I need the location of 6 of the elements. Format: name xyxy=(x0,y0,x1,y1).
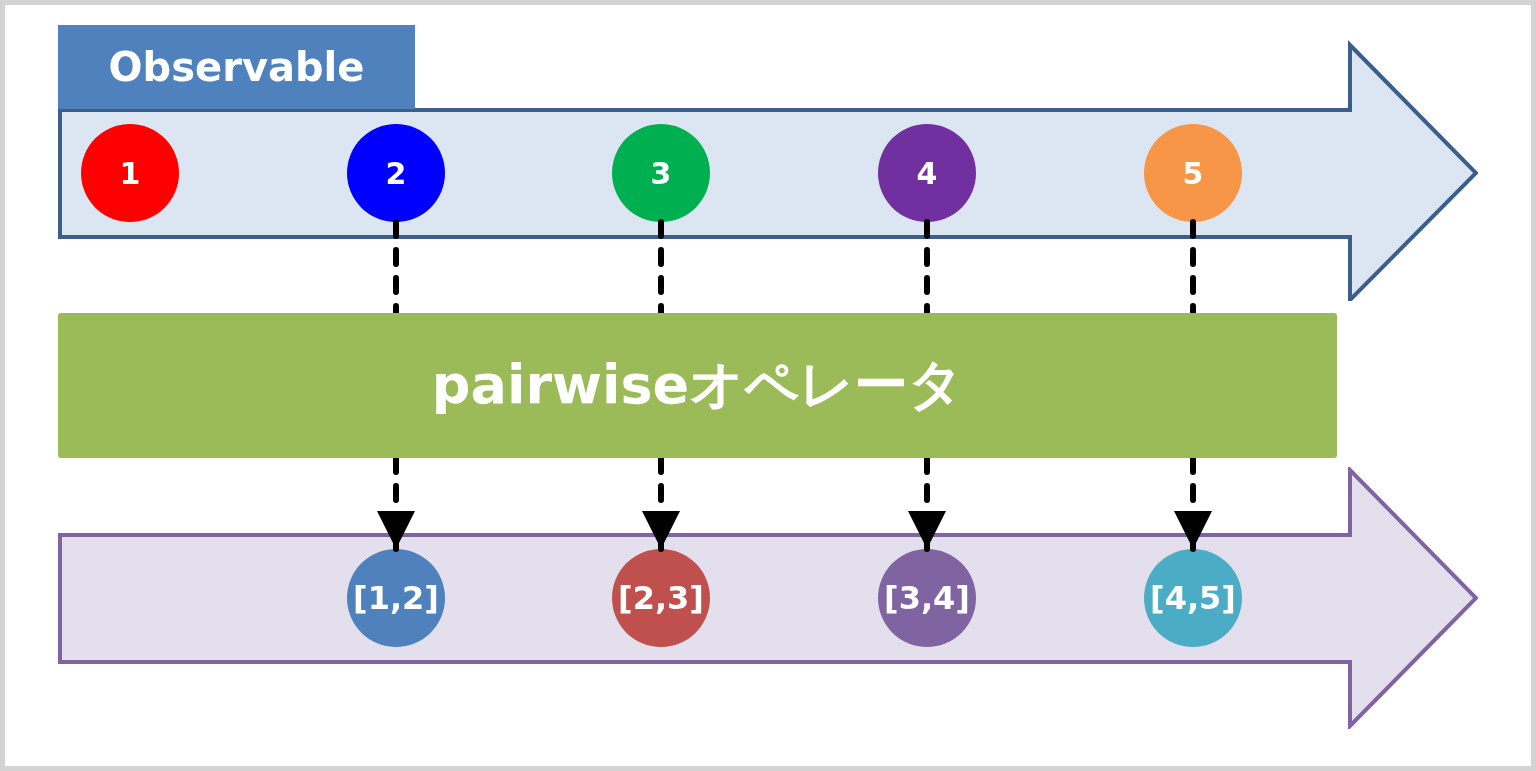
dashed-arrow xyxy=(1174,455,1212,552)
dashed-arrow xyxy=(377,455,415,552)
operator-box: pairwiseオペレータ xyxy=(58,313,1337,458)
dashed-arrow xyxy=(908,455,946,552)
dashed-arrow xyxy=(642,455,680,552)
title-tab: Observable xyxy=(58,25,415,109)
